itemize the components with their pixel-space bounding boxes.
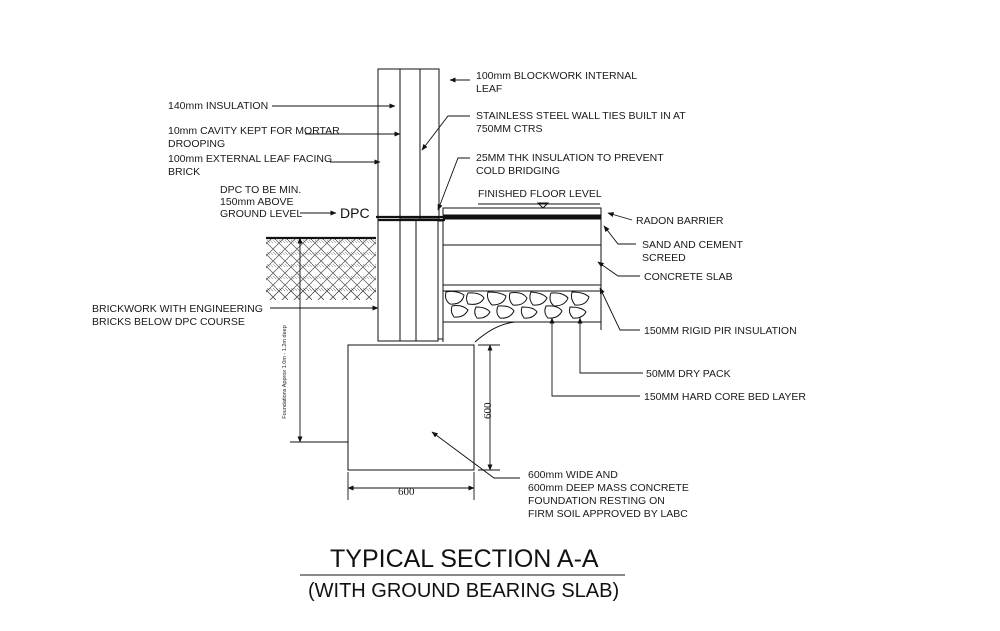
- label-blockwork: 100mm BLOCKWORK INTERNAL LEAF: [476, 70, 640, 95]
- label-dry-pack: 50MM DRY PACK: [646, 368, 731, 380]
- dimension-lines: [290, 237, 500, 500]
- lower-cavity: [399, 218, 444, 342]
- internal-blockwork: [419, 68, 440, 220]
- dpc-marker: DPC: [340, 205, 370, 221]
- label-cavity: 10mm CAVITY KEPT FOR MORTAR DROOPING: [168, 125, 343, 150]
- label-insulation-140: 140mm INSULATION: [168, 100, 268, 112]
- label-hardcore: 150MM HARD CORE BED LAYER: [644, 391, 806, 403]
- label-slab: CONCRETE SLAB: [644, 271, 733, 283]
- label-finished-floor: FINISHED FLOOR LEVEL: [478, 188, 602, 200]
- label-wall-ties: STAINLESS STEEL WALL TIES BUILT IN AT 75…: [476, 110, 688, 135]
- label-engineering-bricks: BRICKWORK WITH ENGINEERING BRICKS BELOW …: [92, 303, 266, 328]
- dimension-depth: 600: [482, 402, 494, 419]
- label-pir: 150MM RIGID PIR INSULATION: [644, 325, 797, 337]
- ground-soil: [266, 236, 376, 300]
- label-insulation-25: 25MM THK INSULATION TO PREVENT COLD BRID…: [476, 152, 666, 177]
- external-leaf-brick: [377, 68, 401, 342]
- drawing-subtitle: (WITH GROUND BEARING SLAB): [308, 580, 619, 602]
- hardcore-edge: [442, 321, 516, 343]
- floor-buildup: [442, 207, 602, 330]
- drawing-title: TYPICAL SECTION A-A: [330, 545, 599, 573]
- label-foundation: 600mm WIDE AND 600mm DEEP MASS CONCRETE …: [528, 469, 692, 520]
- dimension-width: 600: [398, 486, 415, 498]
- leader-lines: [270, 77, 643, 479]
- ffl-marker: [478, 202, 600, 209]
- label-screed: SAND AND CEMENT SCREED: [642, 239, 746, 264]
- foundation-depth-note: Foundations Approx 1.0m - 1.2m deep: [282, 325, 288, 419]
- hardcore-stones: [445, 290, 590, 319]
- cavity-insulation: [399, 68, 421, 220]
- label-radon: RADON BARRIER: [636, 215, 724, 227]
- dpc-line: [376, 215, 445, 222]
- concrete-foundation: [347, 344, 475, 471]
- label-dpc-note: DPC TO BE MIN. 150mm ABOVE GROUND LEVEL: [220, 184, 304, 220]
- label-external-leaf: 100mm EXTERNAL LEAF FACING BRICK: [168, 153, 335, 178]
